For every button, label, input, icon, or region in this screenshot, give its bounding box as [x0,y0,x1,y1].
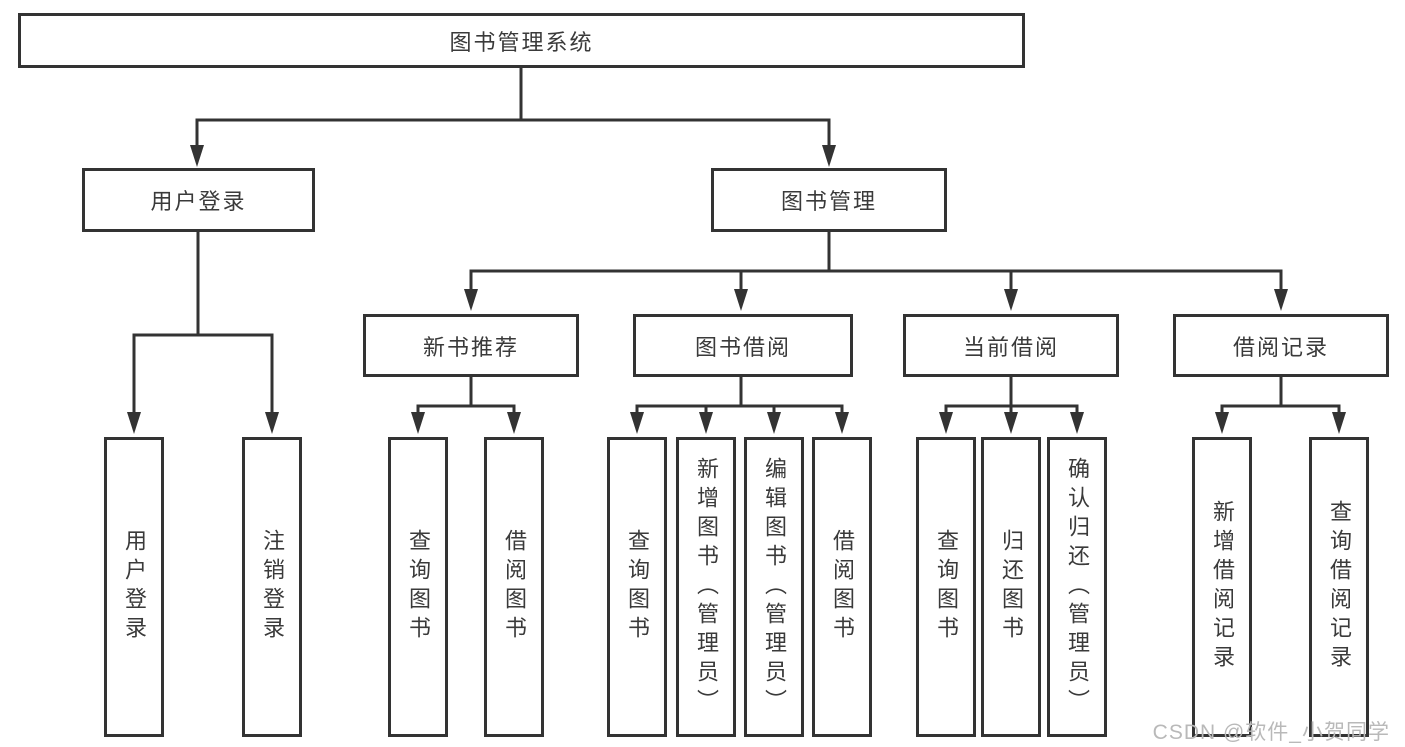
node-book-management: 图书管理 [711,168,947,232]
connector-recommend-children [416,377,516,414]
csdn-watermark: CSDN @软件_小贺同学 [1152,721,1390,744]
leaf-label: 归还图书 [999,529,1024,645]
leaf-label: 新增借阅记录 [1210,500,1235,674]
connector-records-children [1220,377,1341,414]
connector-book-mgmt-children [469,232,1283,291]
node-borrowing-records: 借阅记录 [1173,314,1389,377]
node-current-borrowing-label: 当前借阅 [962,334,1059,360]
leaf-add-borrow-record: 新增借阅记录 [1192,437,1252,737]
node-new-book-recommendation: 新书推荐 [363,314,579,377]
leaf-label: 新增图书（管理员） [694,456,719,718]
arrowhead [1215,412,1229,434]
leaf-label: 借阅图书 [830,529,855,645]
arrowhead [1004,289,1018,311]
connector-root-to-level2 [195,68,831,147]
leaf-query-books-current: 查询图书 [916,437,976,737]
node-current-borrowing: 当前借阅 [903,314,1119,377]
node-user-login: 用户登录 [82,168,315,232]
arrowhead [411,412,425,434]
leaf-borrow-books-recommend: 借阅图书 [484,437,544,737]
leaf-label: 确认归还（管理员） [1065,456,1090,718]
arrowhead [190,145,204,167]
leaf-edit-books-admin: 编辑图书（管理员） [744,437,804,737]
leaf-label: 查询图书 [934,529,959,645]
arrowhead [939,412,953,434]
arrowhead [464,289,478,311]
connector-current-children [944,377,1079,414]
node-book-borrowing: 图书借阅 [633,314,853,377]
leaf-query-books-recommend: 查询图书 [388,437,448,737]
arrowhead [507,412,521,434]
arrowhead [822,145,836,167]
leaf-label: 注销登录 [260,529,285,645]
arrowhead [630,412,644,434]
connector-borrowing-children [635,377,844,414]
leaf-label: 借阅图书 [502,529,527,645]
arrowhead [1332,412,1346,434]
leaf-add-books-admin: 新增图书（管理员） [676,437,736,737]
leaf-label: 编辑图书（管理员） [762,456,787,718]
arrowhead [835,412,849,434]
leaf-query-borrow-record: 查询借阅记录 [1309,437,1369,737]
arrowhead [1274,289,1288,311]
connector-user-login-children [132,232,274,414]
arrowhead [1004,412,1018,434]
node-new-book-recommendation-label: 新书推荐 [422,334,519,360]
node-borrowing-records-label: 借阅记录 [1232,334,1329,360]
arrowhead [699,412,713,434]
arrowhead [734,289,748,311]
leaf-confirm-return-admin: 确认归还（管理员） [1047,437,1107,737]
node-book-borrowing-label: 图书借阅 [694,334,791,360]
leaf-label: 查询图书 [406,529,431,645]
arrowhead [127,412,141,434]
leaf-return-books: 归还图书 [981,437,1041,737]
leaf-label: 用户登录 [122,529,147,645]
leaf-borrow-books: 借阅图书 [812,437,872,737]
arrowhead [1070,412,1084,434]
leaf-user-login: 用户登录 [104,437,164,737]
leaf-query-books-borrowing: 查询图书 [607,437,667,737]
node-user-login-label: 用户登录 [150,189,247,214]
arrowhead [767,412,781,434]
arrowhead [265,412,279,434]
node-root-label: 图书管理系统 [449,29,594,55]
leaf-label: 查询图书 [625,529,650,645]
node-book-management-label: 图书管理 [780,189,877,214]
leaf-label: 查询借阅记录 [1327,500,1352,674]
node-root: 图书管理系统 [18,13,1025,68]
leaf-logout: 注销登录 [242,437,302,737]
